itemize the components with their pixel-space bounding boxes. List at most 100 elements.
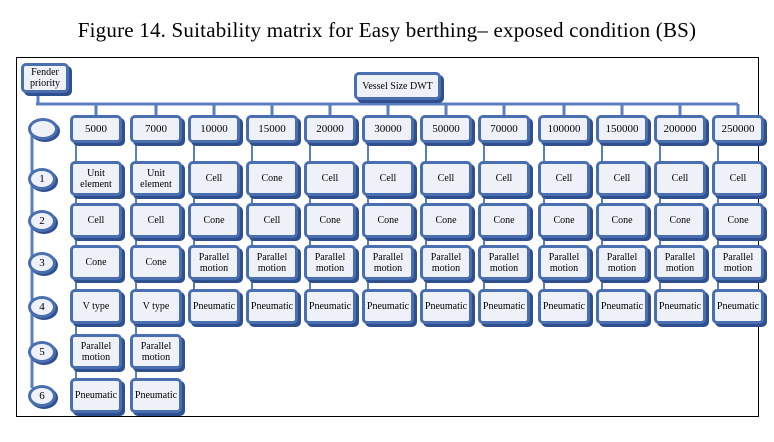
fender-cell-15000-p4-label: Pneumatic — [250, 301, 294, 312]
fender-cell-250000-p2-label: Cone — [727, 215, 749, 226]
vessel-size-box: Vessel Size DWT — [354, 72, 441, 100]
priority-6: 6 — [28, 384, 56, 407]
fender-cell-20000-p1: Cell — [304, 161, 356, 196]
fender-cell-30000-p2: Cone — [362, 203, 414, 238]
priority-root-node — [28, 118, 58, 140]
fender-cell-10000-p4: Pneumatic — [188, 289, 240, 324]
fender-cell-7000-p4-label: V type — [142, 301, 170, 312]
dwt-header-20000-label: 20000 — [316, 122, 344, 135]
fender-cell-30000-p2-label: Cone — [377, 215, 399, 226]
fender-cell-10000-p1: Cell — [188, 161, 240, 196]
fender-cell-50000-p1: Cell — [420, 161, 472, 196]
fender-cell-15000-p3: Parallel motion — [246, 245, 298, 280]
fender-cell-50000-p2-label: Cone — [435, 215, 457, 226]
fender-cell-200000-p2-label: Cone — [669, 215, 691, 226]
fender-cell-5000-p6-label: Pneumatic — [74, 390, 118, 401]
dwt-header-10000: 10000 — [188, 115, 240, 143]
fender-cell-70000-p1-label: Cell — [495, 173, 513, 184]
fender-cell-100000-p1: Cell — [538, 161, 590, 196]
fender-cell-10000-p1-label: Cell — [205, 173, 223, 184]
fender-cell-7000-p2: Cell — [130, 203, 182, 238]
fender-cell-200000-p4-label: Pneumatic — [658, 301, 702, 312]
fender-cell-100000-p3-label: Parallel motion — [548, 251, 580, 274]
fender-cell-10000-p3-label: Parallel motion — [198, 251, 230, 274]
dwt-header-20000: 20000 — [304, 115, 356, 143]
fender-cell-15000-p1-label: Cone — [261, 173, 283, 184]
fender-cell-5000-p5-label: Parallel motion — [80, 340, 112, 363]
dwt-header-150000-label: 150000 — [605, 122, 639, 135]
fender-cell-70000-p2: Cone — [478, 203, 530, 238]
fender-cell-5000-p5: Parallel motion — [70, 334, 122, 369]
fender-cell-200000-p1: Cell — [654, 161, 706, 196]
fender-cell-250000-p4-label: Pneumatic — [716, 301, 760, 312]
dwt-header-200000-label: 200000 — [663, 122, 697, 135]
fender-cell-7000-p5-label: Parallel motion — [140, 340, 172, 363]
dwt-header-70000: 70000 — [478, 115, 530, 143]
fender-cell-5000-p2-label: Cell — [87, 215, 105, 226]
fender-cell-250000-p4: Pneumatic — [712, 289, 764, 324]
fender-cell-150000-p4: Pneumatic — [596, 289, 648, 324]
fender-cell-100000-p3: Parallel motion — [538, 245, 590, 280]
fender-cell-7000-p5: Parallel motion — [130, 334, 182, 369]
fender-cell-30000-p3-label: Parallel motion — [372, 251, 404, 274]
fender-cell-70000-p3: Parallel motion — [478, 245, 530, 280]
fender-cell-200000-p1-label: Cell — [671, 173, 689, 184]
fender-cell-70000-p1: Cell — [478, 161, 530, 196]
fender-cell-250000-p1: Cell — [712, 161, 764, 196]
dwt-header-250000-label: 250000 — [721, 122, 755, 135]
fender-cell-100000-p2: Cone — [538, 203, 590, 238]
fender-cell-5000-p2: Cell — [70, 203, 122, 238]
fender-cell-30000-p1-label: Cell — [379, 173, 397, 184]
fender-priority-box: Fender priority — [21, 63, 69, 93]
fender-priority-label: Fender priority — [30, 67, 60, 89]
fender-cell-250000-p3-label: Parallel motion — [722, 251, 754, 274]
dwt-header-150000: 150000 — [596, 115, 648, 143]
priority-5: 5 — [28, 340, 56, 363]
fender-cell-7000-p3-label: Cone — [145, 257, 167, 268]
fender-cell-15000-p2-label: Cell — [263, 215, 281, 226]
fender-cell-200000-p3-label: Parallel motion — [664, 251, 696, 274]
fender-cell-100000-p1-label: Cell — [555, 173, 573, 184]
fender-cell-20000-p4: Pneumatic — [304, 289, 356, 324]
fender-cell-250000-p3: Parallel motion — [712, 245, 764, 280]
fender-cell-5000-p1: Unit element — [70, 161, 122, 196]
priority-2: 2 — [28, 209, 56, 232]
fender-cell-150000-p3-label: Parallel motion — [606, 251, 638, 274]
dwt-header-100000-label: 100000 — [547, 122, 581, 135]
fender-cell-10000-p4-label: Pneumatic — [192, 301, 236, 312]
dwt-header-30000: 30000 — [362, 115, 414, 143]
dwt-header-7000-label: 7000 — [145, 122, 167, 135]
fender-cell-150000-p1-label: Cell — [613, 173, 631, 184]
dwt-header-250000: 250000 — [712, 115, 764, 143]
fender-cell-70000-p2-label: Cone — [493, 215, 515, 226]
fender-cell-30000-p3: Parallel motion — [362, 245, 414, 280]
fender-cell-5000-p1-label: Unit element — [80, 167, 112, 190]
vessel-size-label: Vessel Size DWT — [362, 80, 433, 92]
fender-cell-7000-p1-label: Unit element — [140, 167, 172, 190]
dwt-header-50000-label: 50000 — [432, 122, 460, 135]
fender-cell-10000-p2-label: Cone — [203, 215, 225, 226]
fender-cell-20000-p4-label: Pneumatic — [308, 301, 352, 312]
fender-cell-70000-p3-label: Parallel motion — [488, 251, 520, 274]
fender-cell-5000-p3: Cone — [70, 245, 122, 280]
fender-cell-5000-p3-label: Cone — [85, 257, 107, 268]
fender-cell-50000-p3-label: Parallel motion — [430, 251, 462, 274]
fender-cell-200000-p2: Cone — [654, 203, 706, 238]
fender-cell-30000-p1: Cell — [362, 161, 414, 196]
fender-cell-20000-p3: Parallel motion — [304, 245, 356, 280]
fender-cell-30000-p4-label: Pneumatic — [366, 301, 410, 312]
fender-cell-200000-p4: Pneumatic — [654, 289, 706, 324]
dwt-header-30000-label: 30000 — [374, 122, 402, 135]
fender-cell-150000-p4-label: Pneumatic — [600, 301, 644, 312]
fender-cell-20000-p1-label: Cell — [321, 173, 339, 184]
fender-cell-5000-p6: Pneumatic — [70, 378, 122, 413]
fender-cell-20000-p3-label: Parallel motion — [314, 251, 346, 274]
dwt-header-200000: 200000 — [654, 115, 706, 143]
fender-cell-250000-p1-label: Cell — [729, 173, 747, 184]
fender-cell-5000-p4-label: V type — [82, 301, 110, 312]
dwt-header-50000: 50000 — [420, 115, 472, 143]
fender-cell-70000-p4-label: Pneumatic — [482, 301, 526, 312]
fender-cell-100000-p2-label: Cone — [553, 215, 575, 226]
fender-cell-15000-p4: Pneumatic — [246, 289, 298, 324]
dwt-header-7000: 7000 — [130, 115, 182, 143]
